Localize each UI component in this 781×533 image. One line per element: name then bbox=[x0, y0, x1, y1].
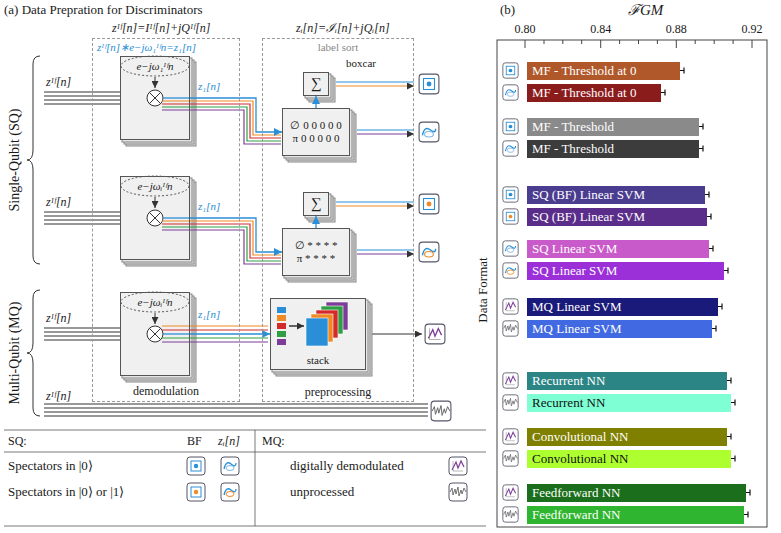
legend-text: digitally demodulated bbox=[290, 459, 404, 474]
fidelity-bar: MF - Threshold bbox=[527, 118, 699, 136]
preprocessing-region: label sort preprocessing ∅ 0 0 0 0 0π 0 0 … bbox=[262, 38, 414, 402]
connector-arrow bbox=[190, 333, 270, 334]
text-label: Multi-Qubit (MQ) bbox=[7, 301, 23, 404]
connector-arrow bbox=[315, 96, 316, 108]
fidelity-bar: MQ Linear SVM bbox=[527, 320, 712, 338]
fidelity-bar: MF - Threshold bbox=[527, 140, 699, 158]
fidelity-bar: Recurrent NN bbox=[527, 394, 731, 412]
stack-box: stack bbox=[270, 298, 366, 370]
node-text: π * * * * bbox=[297, 252, 336, 265]
node-text: label sort bbox=[318, 41, 359, 54]
bar-label: Convolutional NN bbox=[532, 451, 628, 466]
bar-label: SQ Linear SVM bbox=[532, 263, 617, 278]
bar-label: SQ (BF) Linear SVM bbox=[532, 187, 645, 202]
node-text: e−jω₁ᴵᶠn bbox=[136, 60, 173, 73]
node-text: e−jωᵢᴵᶠn bbox=[137, 296, 172, 309]
text-label: (b) bbox=[500, 3, 515, 18]
fidelity-bar: Convolutional NN bbox=[527, 428, 727, 446]
text-label: MQ: bbox=[262, 435, 285, 449]
node-text: π 0 0 0 0 0 bbox=[293, 132, 340, 145]
label-sort-box: ∅ 0 0 0 0 0π 0 0 0 0 0 bbox=[282, 108, 350, 156]
node-text: ∅ 0 0 0 0 0 bbox=[290, 119, 341, 132]
bar-label: MF - Threshold at 0 bbox=[532, 63, 636, 78]
bar-label: Feedforward NN bbox=[532, 507, 620, 522]
text-label: BF bbox=[187, 435, 202, 449]
fidelity-bar: Feedforward NN bbox=[527, 484, 746, 502]
node-text: stack bbox=[307, 354, 330, 367]
mixer-box: e−jωᵢᴵᶠn bbox=[120, 292, 190, 376]
fidelity-bar: SQ (BF) Linear SVM bbox=[527, 208, 707, 226]
text-label: SQ: bbox=[8, 435, 27, 449]
fidelity-bar: SQ (BF) Linear SVM bbox=[527, 186, 705, 204]
label-sort-box: ∅ * * * *π * * * * bbox=[282, 228, 350, 276]
tick-label: 0.80 bbox=[515, 23, 536, 37]
connector-arrow bbox=[190, 218, 282, 252]
bar-label: SQ Linear SVM bbox=[532, 241, 617, 256]
text-label: zᴵᶠ[n]∗e−jω₁ᴵᶠn=z₁[n] bbox=[97, 41, 196, 54]
node-text: demodulation bbox=[133, 384, 199, 398]
text-label: z₁[n] bbox=[198, 308, 220, 321]
text-label: z₁[n] bbox=[198, 80, 220, 93]
bar-label: Recurrent NN bbox=[532, 373, 605, 388]
boxcar-sum-box: ∑ bbox=[303, 72, 329, 96]
connector-arrow bbox=[315, 216, 316, 228]
fidelity-bar: Recurrent NN bbox=[527, 372, 727, 390]
mixer-box: e−jω₁ᴵᶠn bbox=[120, 56, 190, 140]
boxcar-sum-box: ∑ bbox=[303, 192, 329, 216]
node-text: ∅ * * * * bbox=[295, 239, 338, 252]
mixer-box: e−jωᵢᴵᶠn bbox=[120, 176, 190, 260]
legend-text: unprocessed bbox=[290, 485, 354, 500]
bar-label: MF - Threshold bbox=[532, 141, 614, 156]
text-label: (a) Data Prepration for Discriminators bbox=[4, 3, 203, 18]
bar-label: Feedforward NN bbox=[532, 485, 620, 500]
node-text: preprocessing bbox=[305, 385, 372, 399]
bar-label: Convolutional NN bbox=[532, 429, 628, 444]
fidelity-bar: MF - Threshold at 0 bbox=[527, 84, 661, 102]
tick-label: 0.92 bbox=[742, 23, 763, 37]
fidelity-bar: MF - Threshold at 0 bbox=[527, 62, 680, 80]
text-label: zᵢ[n]=ℐᵢ[n]+jQᵢ[n] bbox=[296, 22, 390, 36]
legend-text: Spectators in |0⟩ bbox=[8, 459, 93, 474]
text-label: ℱGM bbox=[628, 2, 663, 19]
text-label: zᴵᶠ[n]=Iᴵᶠ[n]+jQᴵᶠ[n] bbox=[112, 22, 211, 36]
tick-label: 0.88 bbox=[666, 23, 687, 37]
bar-label: MQ Linear SVM bbox=[532, 321, 622, 336]
bar-label: Recurrent NN bbox=[532, 395, 605, 410]
demodulation-region: demodulation e−jω₁ᴵᶠn e−jωᵢᴵᶠn e−jωᵢᴵᶠn bbox=[92, 38, 240, 402]
fidelity-bar: Convolutional NN bbox=[527, 450, 731, 468]
bar-label: MF - Threshold at 0 bbox=[532, 85, 636, 100]
bar-label: SQ (BF) Linear SVM bbox=[532, 209, 645, 224]
connector-arrow bbox=[190, 98, 282, 132]
fidelity-bar: Feedforward NN bbox=[527, 506, 744, 524]
text-label: zᴵᶠ[n] bbox=[46, 196, 71, 210]
text-label: zᴵᶠ[n] bbox=[46, 312, 71, 326]
text-label: boxcar bbox=[346, 57, 376, 70]
text-label: Data Format bbox=[476, 257, 491, 322]
text-label: zᵢ[n] bbox=[218, 435, 240, 449]
node-text: ∑ bbox=[311, 75, 322, 93]
bar-label: MQ Linear SVM bbox=[532, 299, 622, 314]
fidelity-bar: SQ Linear SVM bbox=[527, 262, 724, 280]
text-label: zᴵᶠ[n] bbox=[46, 390, 71, 404]
legend-text: Spectators in |0⟩ or |1⟩ bbox=[8, 485, 124, 500]
text-label: z₁[n] bbox=[198, 200, 220, 213]
tick-label: 0.84 bbox=[590, 23, 611, 37]
bar-label: MF - Threshold bbox=[532, 119, 614, 134]
text-label: Single-Qubit (SQ) bbox=[7, 108, 23, 211]
text-label: zᴵᶠ[n] bbox=[46, 76, 71, 90]
node-text: ∑ bbox=[311, 195, 322, 213]
node-text: e−jωᵢᴵᶠn bbox=[137, 180, 172, 193]
fidelity-bar: SQ Linear SVM bbox=[527, 240, 709, 258]
fidelity-bar: MQ Linear SVM bbox=[527, 298, 718, 316]
